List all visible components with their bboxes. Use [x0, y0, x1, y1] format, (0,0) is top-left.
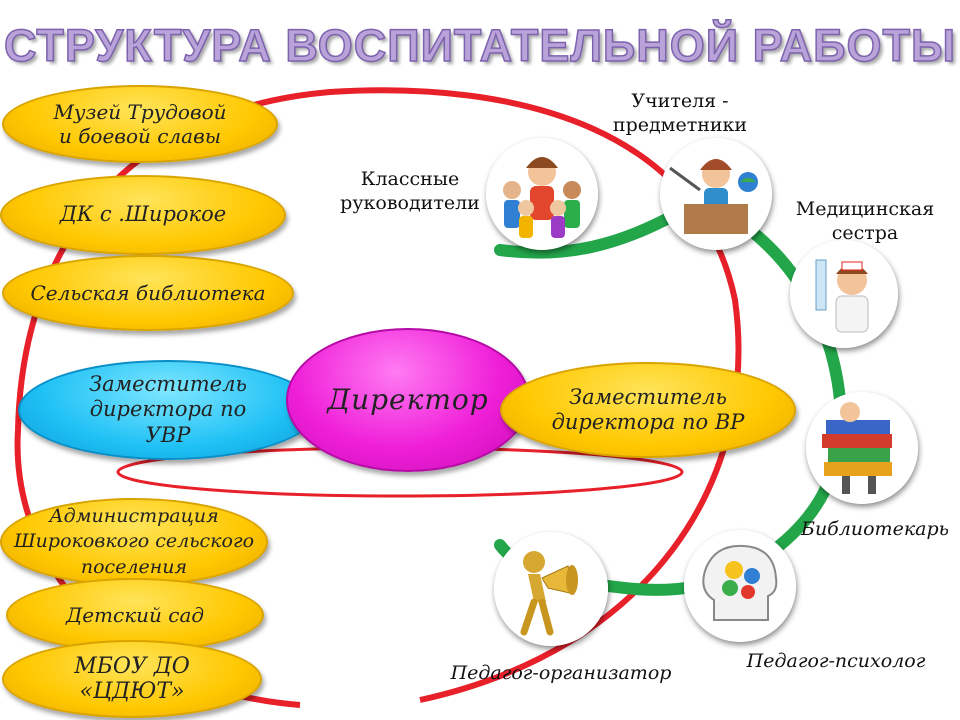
partner-kindergarten-label: Детский сад — [65, 603, 205, 627]
partner-museum-line1: Музей Трудовой — [53, 100, 227, 124]
partner-admin-line2: Широковкого сельского — [13, 530, 255, 553]
director-label: Директор — [327, 383, 489, 417]
deputy-vr-line2: директора по ВР — [551, 410, 745, 434]
label-class-teachers-line2: руководители — [340, 191, 480, 214]
partner-library: Сельская библиотека — [2, 255, 294, 331]
partner-administration: Администрация Широковкого сельского посе… — [0, 498, 268, 586]
label-subject-teachers-line2: предметники — [612, 113, 748, 136]
label-librarian-text: Библиотекарь — [800, 518, 949, 540]
label-subject-teachers: Учителя - предметники — [590, 90, 770, 138]
label-subject-teachers-line1: Учителя - — [631, 90, 729, 112]
teacher-icon — [660, 138, 772, 250]
partner-museum: Музей Трудовой и боевой славы — [2, 85, 278, 163]
label-librarian: Библиотекарь — [790, 518, 960, 542]
director-node: Директор — [286, 328, 530, 472]
partner-mbou: МБОУ ДО «ЦДЮТ» — [2, 640, 262, 718]
deputy-vr-line1: Заместитель — [569, 384, 727, 409]
partner-dk-label: ДК с .Широкое — [59, 202, 227, 227]
label-organizer: Педагог-организатор — [446, 662, 676, 686]
megaphone-figure-icon — [494, 532, 608, 646]
partner-mbou-line1: МБОУ ДО — [74, 653, 190, 679]
label-nurse: Медицинская сестра — [780, 198, 950, 246]
deputy-uvr-line1: Заместитель — [89, 372, 247, 397]
label-organizer-text: Педагог-организатор — [450, 662, 672, 684]
partner-library-label: Сельская библиотека — [30, 281, 266, 305]
deputy-uvr: Заместитель директора по УВР — [18, 360, 318, 460]
partner-admin-line3: поселения — [80, 555, 188, 578]
books-icon — [806, 392, 918, 504]
label-class-teachers: Классные руководители — [330, 168, 490, 216]
label-nurse-line1: Медицинская — [795, 198, 935, 220]
label-nurse-line2: сестра — [831, 221, 899, 244]
partner-mbou-line2: «ЦДЮТ» — [79, 679, 185, 704]
partner-museum-line2: и боевой славы — [58, 124, 222, 148]
nurse-icon — [790, 240, 898, 348]
deputy-uvr-line2: директора по — [89, 397, 247, 422]
label-psychologist-text: Педагог-психолог — [746, 650, 926, 672]
page-title: СТРУКТУРА ВОСПИТАТЕЛЬНОЙ РАБОТЫ — [3, 19, 957, 72]
label-psychologist: Педагог-психолог — [736, 650, 936, 674]
brain-gears-icon — [684, 530, 796, 642]
deputy-uvr-line3: УВР — [145, 422, 191, 447]
partner-admin-line1: Администрация — [49, 504, 219, 527]
label-class-teachers-line1: Классные — [360, 168, 460, 190]
children-group-icon — [486, 138, 598, 250]
deputy-vr: Заместитель директора по ВР — [500, 362, 796, 458]
partner-dk: ДК с .Широкое — [0, 175, 286, 255]
